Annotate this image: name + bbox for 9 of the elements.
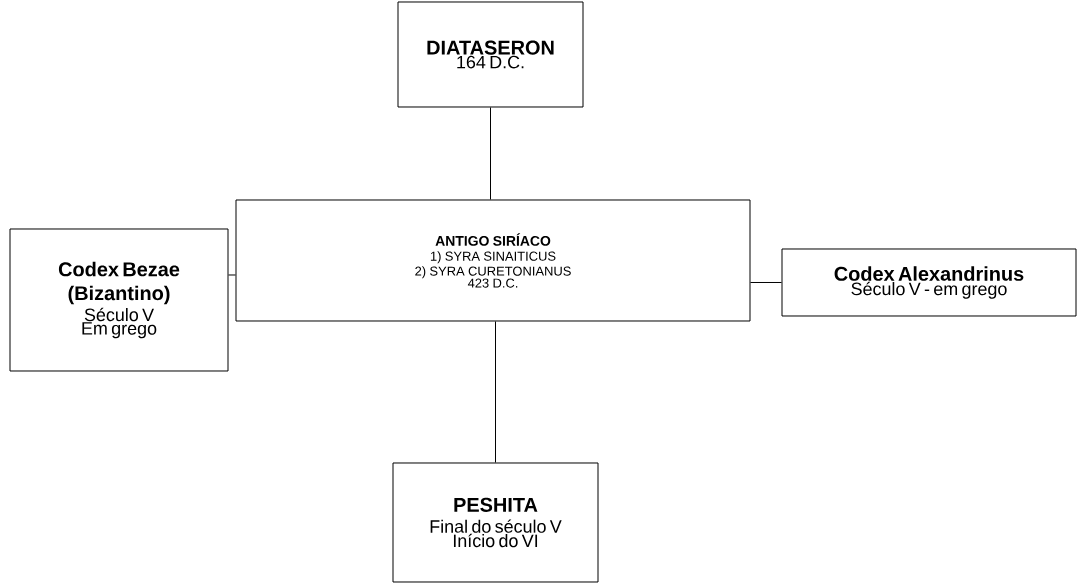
connector-line [750,282,782,283]
text-box: ANTIGO SIRÍACO 1) SYRA SINAITICUS 2) SYRA CURETONIANUS 423 D.C. [235,199,751,322]
text-box: Codex Bezae (Bizantino) Século V Em grego [9,228,229,372]
connector-line [495,321,496,463]
text-box: PESHITA Final do século V Início do VI [392,462,599,583]
text-box: Codex Alexandrinus Século V - em grego [781,248,1077,317]
text-box: DIATASERON 164 D.C. [397,1,584,108]
connector-line [228,274,236,276]
connector-line [490,107,491,200]
